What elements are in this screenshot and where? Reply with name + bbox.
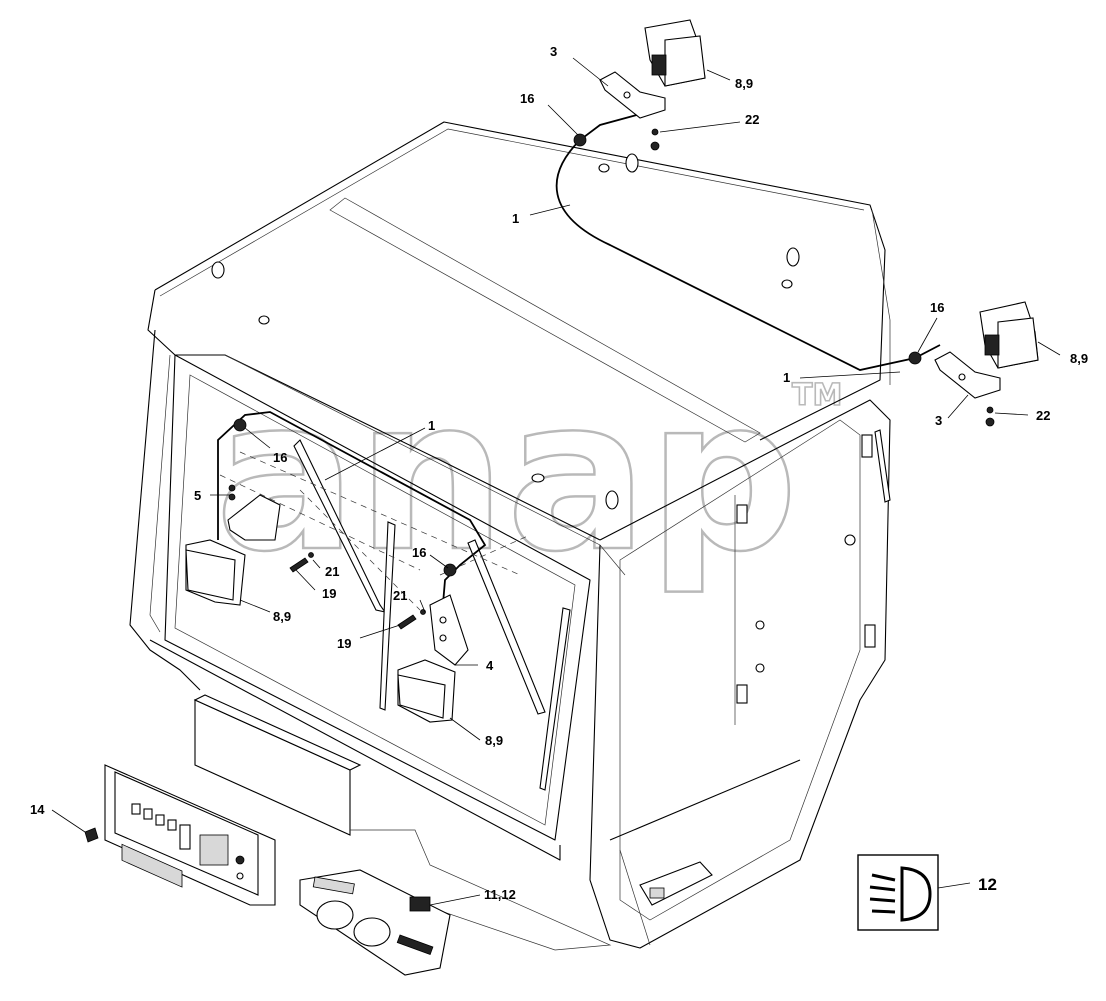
lifting-eye-icon: [211, 261, 225, 279]
callout-1-right: 1: [783, 370, 790, 385]
callout-labels: 3 16 8,9 22 1 16 8,9 1 3 22 1 16 5 21 19…: [30, 44, 1088, 902]
door-bolt-icon: [844, 534, 856, 546]
roof-nut-icon: [781, 279, 793, 289]
bracket-3-top: [599, 71, 666, 119]
wiper-blade-right: [539, 607, 571, 791]
callout-8-9-top: 8,9: [735, 76, 753, 91]
callout-8-9-mid: 8,9: [485, 733, 503, 748]
callout-19-mid: 19: [337, 636, 351, 651]
work-light-top: [573, 19, 706, 151]
callout-14: 14: [30, 802, 45, 817]
washer-22-top: [651, 128, 659, 136]
door-hinge-icon: [736, 504, 748, 524]
callout-1-front: 1: [428, 418, 435, 433]
light-switch-11: [409, 896, 431, 912]
work-light-right: [908, 301, 1039, 427]
door-lock-icon: [649, 887, 665, 899]
lifting-eye-icon: [625, 153, 639, 173]
cab-roof: [147, 121, 891, 576]
gauge-left-icon: [316, 900, 354, 930]
fuse-relay-panel: [84, 764, 276, 906]
lifting-eye-icon: [605, 490, 619, 510]
wiper-arm-right: [467, 539, 546, 715]
grommet-16-left: [233, 418, 247, 432]
roof-nut-icon: [258, 315, 270, 325]
bracket-3-right: [934, 351, 1001, 399]
callout-3-right: 3: [935, 413, 942, 428]
roof-nut-icon: [598, 163, 610, 173]
callout-19-left: 19: [322, 586, 336, 601]
callout-1-top: 1: [512, 211, 519, 226]
cab-body: [129, 329, 891, 951]
callout-4: 4: [486, 658, 494, 673]
grommet-16-mid: [443, 563, 457, 577]
washer-22-right: [986, 406, 994, 414]
callout-22-top: 22: [745, 112, 759, 127]
dash-instrument-panel: [299, 869, 451, 976]
wiper-blade-left: [379, 521, 396, 711]
callout-16-left: 16: [273, 450, 287, 465]
callout-12: 12: [978, 875, 997, 894]
callout-5: 5: [194, 488, 201, 503]
callout-21-mid: 21: [393, 588, 407, 603]
headlight-symbol-icon: [900, 866, 932, 922]
lifting-eye-icon: [786, 247, 800, 267]
callout-16-mid: 16: [412, 545, 426, 560]
bolt-19-left: [289, 557, 309, 573]
callout-22-right: 22: [1036, 408, 1050, 423]
callout-16-top: 16: [520, 91, 534, 106]
fuse-row: [121, 843, 183, 888]
wipers: [293, 429, 891, 791]
callout-8-9-left: 8,9: [273, 609, 291, 624]
bracket-4: [429, 594, 469, 666]
callout-16-right: 16: [930, 300, 944, 315]
washer-21-left: [308, 552, 314, 558]
callout-3-top: 3: [550, 44, 557, 59]
bolt-19-mid: [397, 614, 417, 630]
callout-11-12: 11,12: [484, 887, 516, 902]
nut-22-top: [650, 141, 660, 151]
headlight-symbol: [857, 854, 939, 931]
nut-5: [228, 484, 236, 492]
door-handle-icon: [639, 861, 713, 906]
grommet-16-right: [908, 351, 922, 365]
leader-lines: [51, 57, 1061, 906]
watermark-trademark: TM: [792, 378, 842, 413]
relay-block: [199, 834, 229, 866]
callout-21-left: 21: [325, 564, 339, 579]
gauge-right-icon: [353, 917, 391, 947]
wiper-arm-left: [293, 439, 387, 613]
door-hinge-icon: [864, 624, 876, 648]
wiper-side: [874, 429, 891, 503]
door-hinge-icon: [861, 434, 873, 458]
roof-nut-icon: [531, 473, 545, 483]
nut-22-right: [985, 417, 995, 427]
work-light-front-mid: [397, 563, 469, 723]
screw-14: [84, 827, 99, 843]
bracket-5: [227, 494, 281, 541]
callout-8-9-right: 8,9: [1070, 351, 1088, 366]
door-bolt-icon: [755, 663, 765, 673]
door-hinge-icon: [736, 684, 748, 704]
grommet-16-top: [573, 133, 587, 147]
work-light-front-left: [185, 418, 314, 606]
door-bolt-icon: [755, 620, 765, 630]
